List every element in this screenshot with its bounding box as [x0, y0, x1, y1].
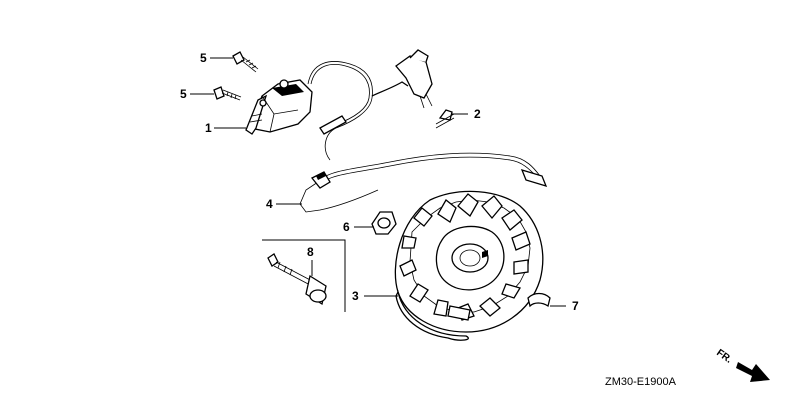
diagram-code: ZM30-E1900A [605, 376, 677, 388]
woodruff-key[interactable] [527, 292, 551, 308]
tube-clip[interactable] [435, 109, 455, 129]
flange-bolt-upper[interactable] [232, 51, 259, 73]
callout-8: 8 [307, 245, 314, 259]
flange-nut[interactable] [371, 211, 397, 235]
bolt-bracket [262, 239, 346, 312]
callout-5-upper: 5 [200, 51, 207, 65]
callout-5-lower: 5 [180, 87, 187, 101]
callout-6: 6 [343, 220, 350, 234]
flywheel[interactable] [394, 190, 544, 341]
direction-arrow-icon [736, 362, 770, 382]
ignition-coil[interactable] [245, 79, 313, 135]
spark-plug-cap[interactable] [307, 49, 433, 161]
callout-4: 4 [266, 197, 273, 211]
callout-1: 1 [205, 121, 212, 135]
callout-2: 2 [474, 107, 481, 121]
starter-pulley-bolt[interactable] [267, 253, 327, 306]
callout-3: 3 [352, 289, 359, 303]
front-direction-indicator: FR. [714, 347, 770, 382]
direction-label: FR. [714, 347, 734, 365]
leader-lines [190, 57, 566, 307]
stop-switch-wire[interactable] [299, 152, 548, 213]
flange-bolt-lower[interactable] [213, 86, 242, 101]
callout-7: 7 [572, 299, 579, 313]
